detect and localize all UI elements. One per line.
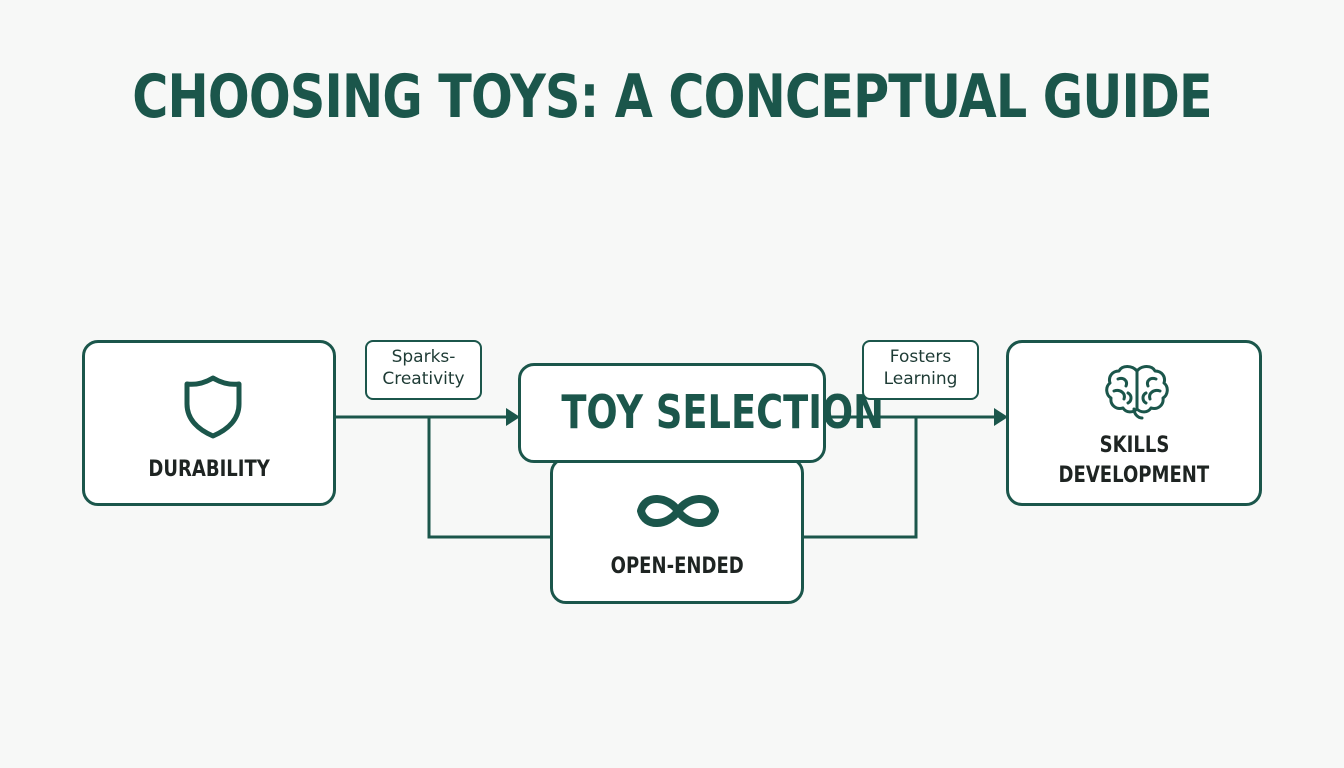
diagram-title: CHOOSING TOYS: A CONCEPTUAL GUIDE: [132, 62, 1212, 132]
edge-label-fosters-line1: Fosters: [889, 347, 952, 367]
edge-label-fosters-line2: Learning: [883, 369, 958, 389]
toy-selection-label: TOY SELECTION: [561, 385, 884, 439]
edge-label-sparks-creativity: Sparks- Creativity: [365, 340, 482, 400]
brain-icon: [1105, 365, 1169, 420]
node-durability: DURABILITY: [82, 340, 336, 506]
open-ended-label: OPEN-ENDED: [610, 554, 744, 579]
skills-label-line1: SKILLS: [1099, 433, 1169, 458]
durability-label: DURABILITY: [148, 457, 270, 482]
shield-icon: [184, 375, 242, 439]
arrowhead-to-selection: [506, 408, 520, 426]
edge-label-sparks-line2: Creativity: [382, 369, 465, 389]
edge-label-sparks-line1: Sparks-: [391, 347, 456, 367]
infinity-icon: [637, 495, 719, 527]
node-skills-development: SKILLS DEVELOPMENT: [1006, 340, 1262, 506]
skills-label-line2: DEVELOPMENT: [1058, 463, 1210, 488]
edge-left-loop-to-open-ended: [427, 417, 552, 539]
edge-label-fosters-learning: Fosters Learning: [862, 340, 979, 400]
arrowhead-to-skills: [994, 408, 1008, 426]
edge-right-loop-from-open-ended: [802, 417, 918, 539]
node-toy-selection: TOY SELECTION: [518, 363, 884, 463]
node-open-ended: OPEN-ENDED: [550, 457, 804, 604]
